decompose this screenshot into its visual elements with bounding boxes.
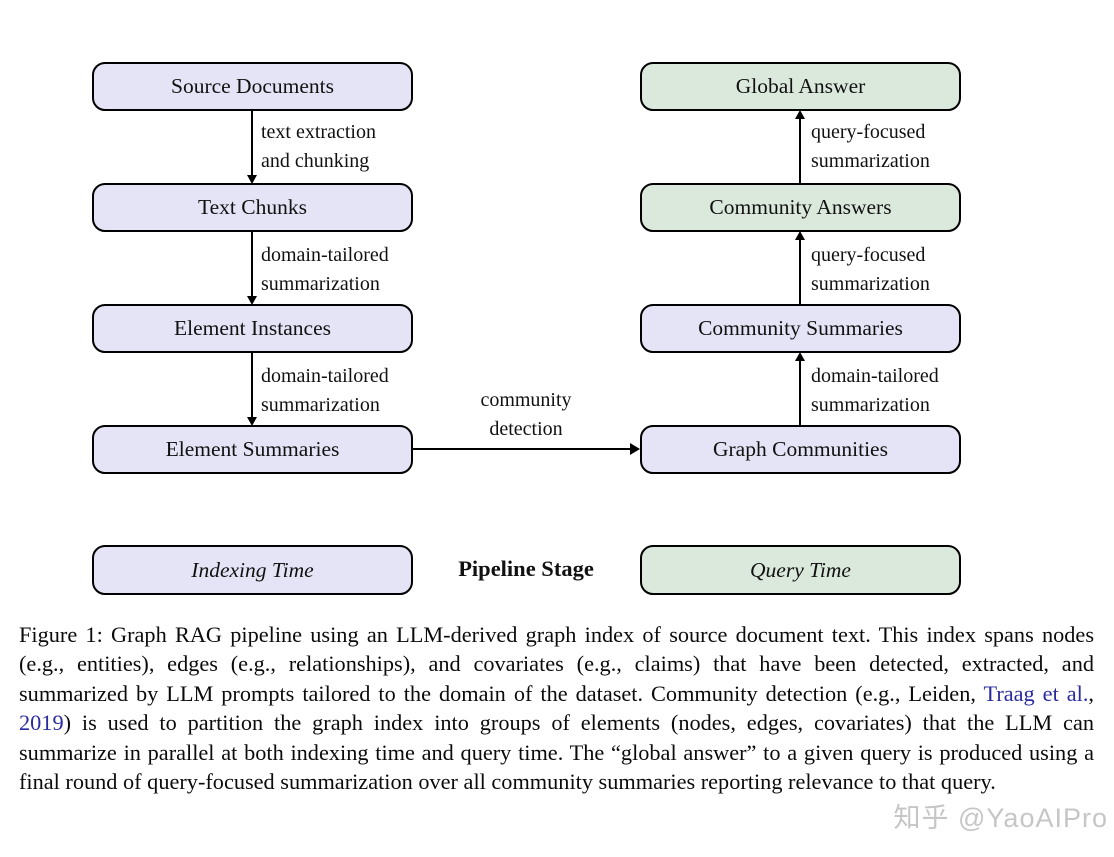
edge-label-line: domain-tailored [261,365,389,387]
edge-label-line: summarization [261,394,380,416]
edge-label-domain-tailored-c: domain-tailored summarization [811,362,939,420]
edge-label-domain-tailored-b: domain-tailored summarization [261,362,389,420]
node-source-documents: Source Documents [92,62,413,111]
arrow-head-right-icon [630,443,640,455]
arrow-head-up-icon [795,110,805,119]
node-global-answer-label: Global Answer [735,74,866,98]
edge-label-line: summarization [261,273,380,295]
arrow-communities-to-summaries [795,352,805,425]
arrow-line [799,359,801,425]
arrow-line [251,353,253,419]
arrow-line [799,117,801,183]
arrow-answers-to-global [795,110,805,183]
arrow-chunks-to-instances [247,232,257,305]
node-community-summaries: Community Summaries [640,304,961,353]
edge-label-line: detection [489,418,563,440]
arrow-line [799,238,801,304]
legend-query-time-label: Query Time [750,557,851,582]
edge-label-query-focused-b: query-focused summarization [811,241,930,299]
node-global-answer: Global Answer [640,62,961,111]
arrow-line [413,448,632,450]
watermark: 知乎 @YaoAIPro [893,803,1108,833]
arrow-head-up-icon [795,231,805,240]
edge-label-line: and chunking [261,150,370,172]
arrow-head-up-icon [795,352,805,361]
legend-pipeline-stage: Pipeline Stage [458,556,594,581]
edge-label-line: summarization [811,150,930,172]
edge-label-line: text extraction [261,121,376,143]
citation-link-2019[interactable]: 2019 [19,710,64,736]
arrow-summaries-to-communities [413,443,640,455]
caption-text: ) is used to partition the graph index i… [19,710,1094,795]
node-element-instances-label: Element Instances [173,316,331,340]
arrow-head-down-icon [247,417,257,426]
legend-query-time: Query Time [640,545,961,595]
node-community-summaries-label: Community Summaries [698,316,903,340]
arrow-head-down-icon [247,175,257,184]
figure-caption: Figure 1: Graph RAG pipeline using an LL… [19,620,1094,796]
legend-indexing-time-label: Indexing Time [191,557,314,582]
caption-text: , [1088,680,1094,706]
arrow-head-down-icon [247,296,257,305]
edge-label-line: query-focused [811,121,926,143]
node-graph-communities-label: Graph Communities [713,437,888,461]
citation-link-traag[interactable]: Traag et al. [983,680,1089,706]
arrow-source-to-chunks [247,111,257,184]
node-text-chunks: Text Chunks [92,183,413,232]
edge-label-domain-tailored-a: domain-tailored summarization [261,241,389,299]
node-text-chunks-label: Text Chunks [198,195,307,219]
edge-label-query-focused-a: query-focused summarization [811,118,930,176]
node-community-answers: Community Answers [640,183,961,232]
node-element-summaries: Element Summaries [92,425,413,474]
edge-label-line: community [480,389,572,411]
arrow-line [251,111,253,177]
edge-label-line: domain-tailored [811,365,939,387]
edge-label-line: summarization [811,273,930,295]
arrow-summaries-to-answers [795,231,805,304]
node-source-documents-label: Source Documents [170,74,334,98]
arrow-line [251,232,253,298]
node-graph-communities: Graph Communities [640,425,961,474]
edge-label-community-detection: community detection [426,386,626,444]
legend-indexing-time: Indexing Time [92,545,413,595]
node-element-instances: Element Instances [92,304,413,353]
edge-label-line: domain-tailored [261,244,389,266]
node-element-summaries-label: Element Summaries [165,437,340,461]
caption-text: Figure 1: Graph RAG pipeline using an LL… [19,622,1094,706]
node-community-answers-label: Community Answers [709,195,892,219]
edge-label-line: summarization [811,394,930,416]
edge-label-line: query-focused [811,244,926,266]
arrow-instances-to-summaries [247,353,257,426]
edge-label-text-extraction: text extraction and chunking [261,118,376,176]
